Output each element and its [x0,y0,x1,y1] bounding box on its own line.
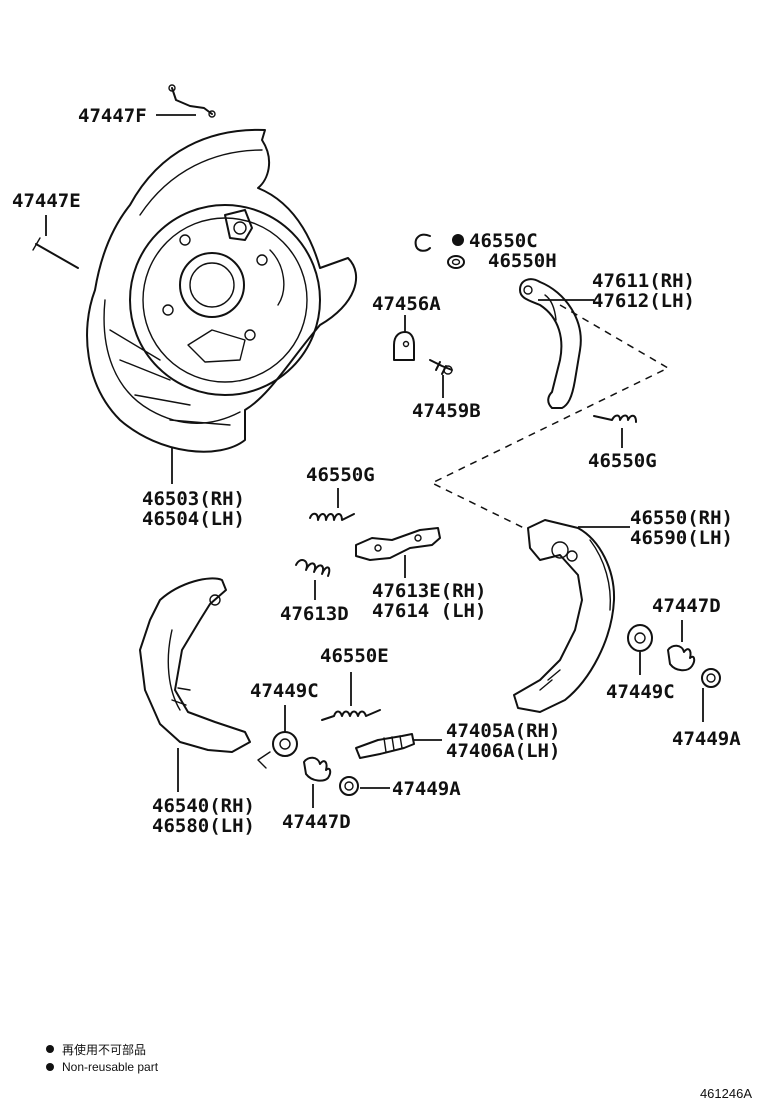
label-47459B: 47459B [412,400,481,422]
label-47614: 47614 (LH) [372,600,486,622]
spring-47447D-right [667,644,696,672]
label-46540: 46540(RH) [152,795,255,817]
washer-46550H [447,255,465,269]
label-46550: 46550(RH) [630,507,733,529]
label-46550G-right: 46550G [588,450,657,472]
pin-47449A-left [339,776,359,796]
backing-plate [86,128,358,453]
label-47405A: 47405A(RH) [446,720,560,742]
clip-47447F [168,84,216,118]
plug-47456A [393,331,415,361]
bolt-47459B [429,359,453,375]
legend-row-ja: 再使用不可部品 [46,1040,158,1058]
spring-46550E [321,709,381,721]
label-46590: 46590(LH) [630,527,733,549]
diagram-code: 461246A [699,1086,752,1101]
spring-46550G-right [593,414,637,423]
bullet-icon [46,1063,54,1071]
brake-shoe-left [139,577,251,753]
legend-text-ja: 再使用不可部品 [62,1042,147,1057]
adjuster-47405A [355,733,415,759]
label-47447D-right: 47447D [652,595,721,617]
legend-text-en: Non-reusable part [62,1060,159,1074]
label-47449C-left: 47449C [250,680,319,702]
label-47449A-right: 47449A [672,728,741,750]
label-47449A-left: 47449A [392,778,461,800]
label-47613E: 47613E(RH) [372,580,486,602]
parking-brake-lever [519,278,582,409]
cup-47449C-left [257,731,298,769]
clip-46550C [414,233,464,252]
legend-row-en: Non-reusable part [46,1058,158,1076]
label-46550E: 46550E [320,645,389,667]
label-47447D-left: 47447D [282,811,351,833]
label-46550H: 46550H [488,250,557,272]
pin-47447E [32,237,79,269]
spring-47447D-left [303,756,332,782]
label-47612: 47612(LH) [592,290,695,312]
label-46503: 46503(RH) [142,488,245,510]
label-46580: 46580(LH) [152,815,255,837]
label-47447F: 47447F [78,105,147,127]
label-47613D: 47613D [280,603,349,625]
legend: 再使用不可部品 Non-reusable part [46,1040,158,1076]
spring-47613D [295,559,331,577]
spring-46550G-left [309,512,355,521]
label-47449C-right: 47449C [606,681,675,703]
cup-47449C-right [627,624,653,652]
label-47447E: 47447E [12,190,81,212]
label-47611: 47611(RH) [592,270,695,292]
label-46504: 46504(LH) [142,508,245,530]
pin-47449A-right [701,668,721,688]
label-46550C: 46550C [469,230,538,252]
label-47456A: 47456A [372,293,441,315]
strut-47613E [355,527,441,561]
label-47406A: 47406A(LH) [446,740,560,762]
label-46550G-left: 46550G [306,464,375,486]
bullet-icon [46,1045,54,1053]
brake-shoe-right [513,519,616,713]
